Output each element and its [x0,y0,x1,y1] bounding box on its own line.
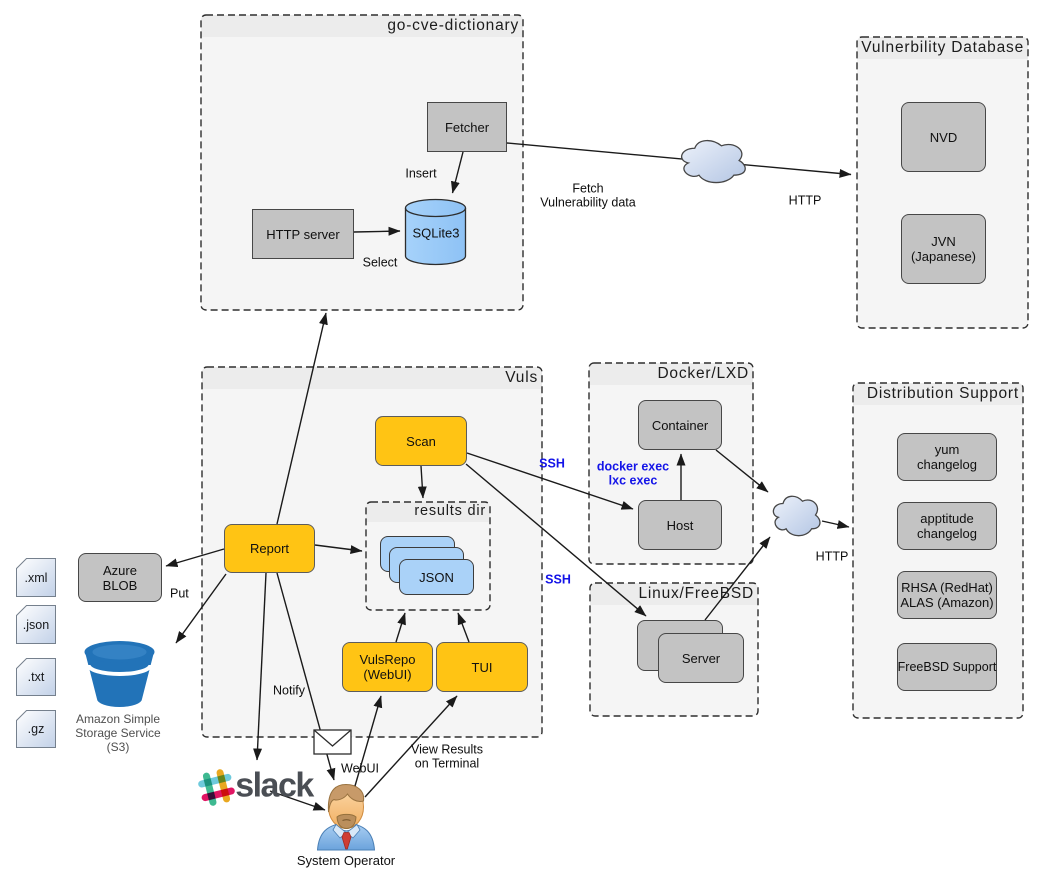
node-freebsd-support[interactable]: FreeBSD Support [897,643,997,691]
label-ssh-host: SSH [539,456,565,471]
node-azure-blob[interactable]: Azure BLOB [78,553,162,602]
label-insert: Insert [405,166,437,181]
node-server[interactable]: Server [658,633,744,683]
node-host[interactable]: Host [638,500,722,550]
label-view-results: View Results on Terminal [410,742,484,770]
file-badge-gz-shape [16,710,56,748]
label-put: Put [170,586,189,601]
node-host-label: Host [666,517,694,533]
file-badge-gz[interactable]: .gz [16,710,56,748]
node-container-label: Container [651,417,709,433]
group-vuls-title: Vuls [505,369,538,386]
node-http-server-label: HTTP server [266,226,340,242]
group-vulnerability-database-title: Vulnerbility Database [861,39,1024,56]
node-scan-label: Scan [406,433,436,449]
node-yum-changelog[interactable]: yum changelog [897,433,997,481]
group-linux-freebsd-title: Linux/FreeBSD [638,585,754,602]
edge-fetcher-to-vulndb [506,142,852,178]
label-http-top: HTTP [788,193,822,208]
file-badge-json-shape [16,605,56,644]
group-vuls-titlebar: Vuls [202,367,542,389]
file-badge-json-label: .json [22,617,50,632]
node-tui-label: TUI [471,659,493,675]
file-badge-txt-shape [16,658,56,696]
file-badge-xml-label: .xml [24,570,48,585]
group-distribution-support-titlebar: Distribution Support [853,383,1023,405]
group-results-dir-title: results dir [414,503,486,519]
caption-s3: Amazon Simple Storage Service (S3) [75,712,161,754]
label-notify: Notify [273,683,305,698]
label-select: Select [362,255,398,270]
s3-bucket-icon[interactable] [84,641,155,707]
system-operator-icon[interactable] [316,783,376,851]
node-azure-blob-label: Azure BLOB [102,562,138,593]
node-scan[interactable]: Scan [375,416,467,466]
node-freebsd-support-label: FreeBSD Support [897,659,997,674]
node-rhsa-alas[interactable]: RHSA (RedHat) ALAS (Amazon) [897,571,997,619]
group-linux-freebsd-titlebar: Linux/FreeBSD [590,583,758,605]
node-jvn-label: JVN (Japanese) [910,234,977,264]
node-tui[interactable]: TUI [436,642,528,692]
group-go-cve-dictionary-title: go-cve-dictionary [387,17,519,34]
file-badge-txt[interactable]: .txt [16,658,56,696]
file-badge-xml[interactable]: .xml [16,558,56,597]
node-vulsrepo[interactable]: VulsRepo (WebUI) [342,642,433,692]
label-fetch-vulnerability-data: Fetch Vulnerability data [540,181,636,209]
node-apptitude-changelog[interactable]: apptitude changelog [897,502,997,550]
group-vulnerability-database-titlebar: Vulnerbility Database [857,37,1028,59]
group-vulnerability-database: Vulnerbility Database [857,37,1028,328]
internet-cloud-right [772,495,821,537]
label-http-right: HTTP [815,549,849,564]
node-fetcher[interactable]: Fetcher [427,102,507,152]
node-container[interactable]: Container [638,400,722,450]
label-docker-exec: docker exec lxc exec [596,459,670,487]
node-fetcher-label: Fetcher [444,119,490,135]
slack-wordmark: slack [235,766,314,805]
node-report[interactable]: Report [224,524,315,573]
file-badge-xml-shape [16,558,56,597]
caption-system-operator: System Operator [296,853,396,868]
group-distribution-support-title: Distribution Support [866,385,1019,402]
node-jvn[interactable]: JVN (Japanese) [901,214,986,284]
node-apptitude-changelog-label: apptitude changelog [917,511,977,541]
group-go-cve-dictionary-titlebar: go-cve-dictionary [201,15,523,37]
node-json-label: JSON [419,569,454,585]
label-ssh-server: SSH [545,572,571,587]
group-docker-lxd-title: Docker/LXD [657,365,749,382]
internet-cloud-top [681,139,746,184]
node-http-server[interactable]: HTTP server [252,209,354,259]
edge-cloud-to-distsupport [821,520,850,529]
node-yum-changelog-label: yum changelog [917,442,977,472]
node-report-label: Report [249,541,290,556]
node-nvd[interactable]: NVD [901,102,986,172]
file-badge-txt-label: .txt [27,670,45,684]
node-rhsa-alas-label: RHSA (RedHat) ALAS (Amazon) [900,580,994,610]
file-badge-gz-label: .gz [27,722,45,736]
node-server-label: Server [681,650,721,666]
group-results-dir-titlebar: results dir [366,502,490,522]
slack-hash-icon[interactable] [196,767,237,808]
file-badge-json[interactable]: .json [16,605,56,644]
group-docker-lxd-titlebar: Docker/LXD [589,363,753,385]
node-json-card-front[interactable]: JSON [399,559,474,595]
node-nvd-label: NVD [929,129,958,145]
node-sqlite3-label: SQLite3 [412,225,460,241]
node-vulsrepo-label: VulsRepo (WebUI) [359,652,416,682]
label-webui: WebUI [341,761,379,776]
